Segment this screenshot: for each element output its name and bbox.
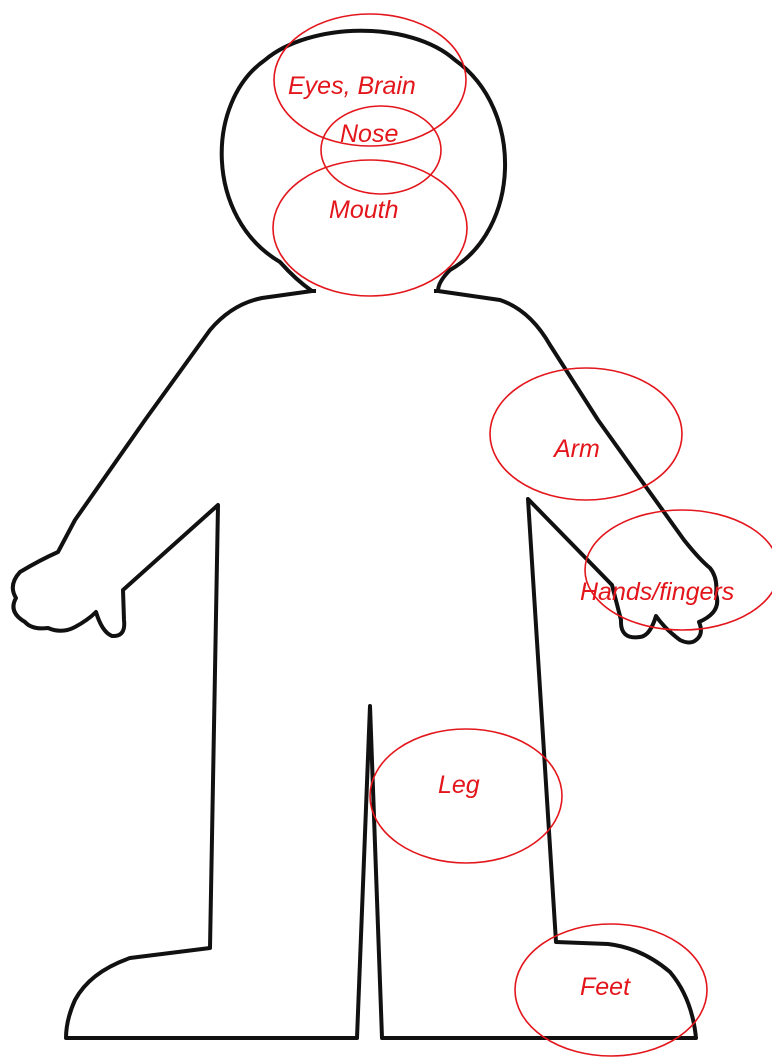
- label-eyes-brain: Eyes, Brain: [288, 72, 416, 100]
- label-leg: Leg: [438, 771, 480, 799]
- label-arm: Arm: [552, 435, 600, 463]
- label-feet: Feet: [580, 973, 631, 1001]
- label-hands-fingers: Hands/fingers: [580, 578, 734, 606]
- person-outline: [13, 31, 717, 1038]
- body-silhouette: [13, 291, 717, 1038]
- label-nose: Nose: [340, 120, 398, 148]
- label-mouth: Mouth: [329, 196, 398, 224]
